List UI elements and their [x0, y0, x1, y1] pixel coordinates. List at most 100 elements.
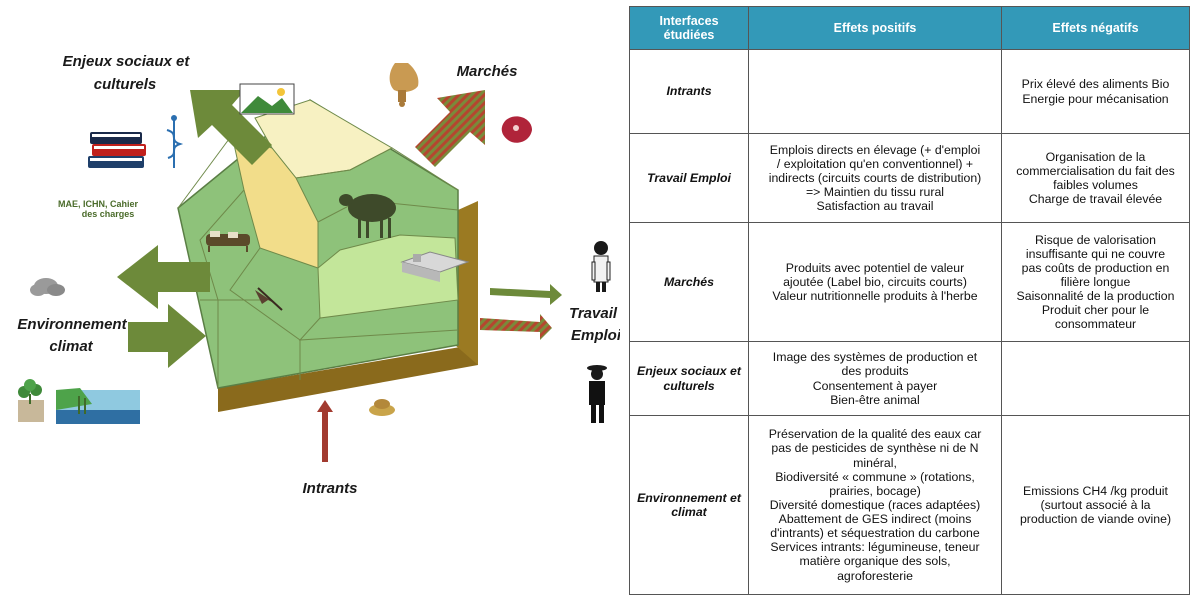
positifs-line: Image des systèmes de production et [772, 350, 978, 365]
sheep-icon [339, 194, 396, 238]
negatifs-line: insuffisante qui ne couvre [1025, 246, 1166, 261]
positifs-line: Biodiversité « commune » (rotations, [775, 469, 975, 484]
negatifs-line: (surtout associé à la [1040, 497, 1151, 512]
negatifs-line: filière longue [1060, 274, 1131, 289]
wetland-icon [56, 388, 140, 424]
positifs-line: / exploitation qu'en conventionnel) + [776, 156, 974, 171]
positifs-line: Diversité domestique (races adaptées) [769, 497, 981, 512]
pentagon-side-shadow [218, 344, 478, 412]
positifs-line: minéral, [853, 455, 897, 470]
cell-positifs [748, 49, 1002, 134]
farmer-icon [587, 365, 607, 423]
positifs-line: Produits avec potentiel de valeur [785, 260, 965, 275]
positifs-line: Préservation de la qualité des eaux car [768, 427, 982, 442]
positifs-line: ajoutée (Label bio, circuits courts) [783, 274, 967, 289]
positifs-line: pas de pesticides de synthèse ni de N [771, 441, 979, 456]
worker-icon [591, 241, 611, 292]
positifs-line: Emplois directs en élevage (+ d'emploi [769, 142, 981, 157]
label-intrants: Intrants [302, 480, 357, 497]
caduceus-icon [166, 115, 184, 168]
label-travail-line2: Emploi [571, 327, 620, 344]
negatifs-line: Organisation de la [1045, 149, 1146, 164]
negatifs-line: Charge de travail élevée [1028, 192, 1163, 207]
marches-arrow [415, 90, 485, 167]
cell-negatifs [1001, 341, 1190, 416]
positifs-line: Services intrants: légumineuse, teneur [770, 540, 980, 555]
wheat-sack-icon [389, 63, 419, 107]
environnement-out-arrow [117, 245, 210, 309]
cell-positifs: Emplois directs en élevage (+ d'emploi/ … [748, 133, 1002, 223]
negatifs-line: Risque de valorisation [1035, 232, 1156, 247]
negatifs-line: Emissions CH4 /kg produit [1023, 483, 1168, 498]
effects-table-wrapper: Interfaces étudiées Effets positifs Effe… [629, 6, 1192, 595]
positifs-line: => Maintien du tissu rural [805, 185, 945, 200]
meat-icon [501, 116, 532, 143]
books-caption-line2: des charges [82, 209, 135, 219]
header-positifs: Effets positifs [748, 6, 1002, 50]
travail-out-arrow [490, 284, 562, 305]
positifs-line: Consentement à payer [812, 378, 938, 393]
header-interfaces: Interfaces étudiées [629, 6, 749, 50]
landscape-icon [239, 83, 295, 115]
farm-system-diagram: MAE, ICHN, Cahier des charges [17, 53, 620, 497]
cell-interface: Marchés [629, 222, 749, 342]
label-enjeux-line2: culturels [94, 76, 157, 93]
cattle-icon [206, 231, 250, 252]
positifs-line: d'intrants) et séquestration du carbone [770, 526, 980, 541]
label-environnement-line2: climat [49, 338, 93, 355]
label-environnement-line1: Environnement [17, 316, 127, 333]
plant-icon [18, 379, 44, 422]
cell-interface: Environnement et climat [629, 415, 749, 595]
enjeux-arrow [190, 90, 272, 165]
cell-negatifs: Emissions CH4 /kg produit(surtout associ… [1001, 415, 1190, 595]
positifs-line: Bien-être animal [830, 392, 920, 407]
negatifs-line: Saisonnalité de la production [1016, 289, 1175, 304]
field-yellow [231, 134, 319, 269]
pentagon-farm [177, 99, 478, 412]
cell-interface: Travail Emploi [629, 133, 749, 223]
books-icon [88, 132, 146, 168]
negatifs-line: pas coûts de production en [1021, 260, 1170, 275]
effects-table: Interfaces étudiées Effets positifs Effe… [629, 6, 1190, 595]
table-header-row: Interfaces étudiées Effets positifs Effe… [629, 6, 1190, 50]
negatifs-line: faibles volumes [1053, 178, 1138, 192]
positifs-line: agroforesterie [837, 568, 913, 583]
negatifs-line: Produit cher pour le [1041, 303, 1150, 318]
label-enjeux-line1: Enjeux sociaux et [63, 53, 191, 70]
hay-icon [369, 399, 395, 416]
negatifs-line: Prix élevé des aliments Bio [1021, 77, 1170, 92]
negatifs-line: consommateur [1054, 317, 1137, 332]
bird-icon [255, 287, 283, 311]
positifs-line: prairies, bocage) [829, 483, 921, 498]
books-caption-line1: MAE, ICHN, Cahier [58, 199, 139, 209]
cell-interface: Enjeux sociaux et culturels [629, 341, 749, 416]
positifs-line: Satisfaction au travail [816, 199, 934, 214]
label-travail-line1: Travail [569, 305, 618, 322]
environnement-in-arrow [128, 304, 206, 368]
negatifs-line: production de viande ovine) [1019, 512, 1172, 527]
pentagon-right-shadow [455, 201, 478, 365]
cloud-icon [30, 278, 65, 296]
negatifs-line: Energie pour mécanisation [1022, 91, 1169, 106]
positifs-line: matière organique des sols, [799, 554, 951, 569]
positifs-line: des produits [841, 364, 909, 379]
intrants-arrow [317, 400, 333, 462]
positifs-line: Abattement de GES indirect (moins [778, 512, 972, 527]
negatifs-line: commercialisation du fait des [1016, 163, 1175, 178]
header-negatifs: Effets négatifs [1001, 6, 1190, 50]
positifs-line: Valeur nutritionnelle produits à l'herbe [772, 289, 978, 304]
label-marches: Marchés [457, 63, 518, 80]
travail-in-arrow [480, 314, 552, 340]
